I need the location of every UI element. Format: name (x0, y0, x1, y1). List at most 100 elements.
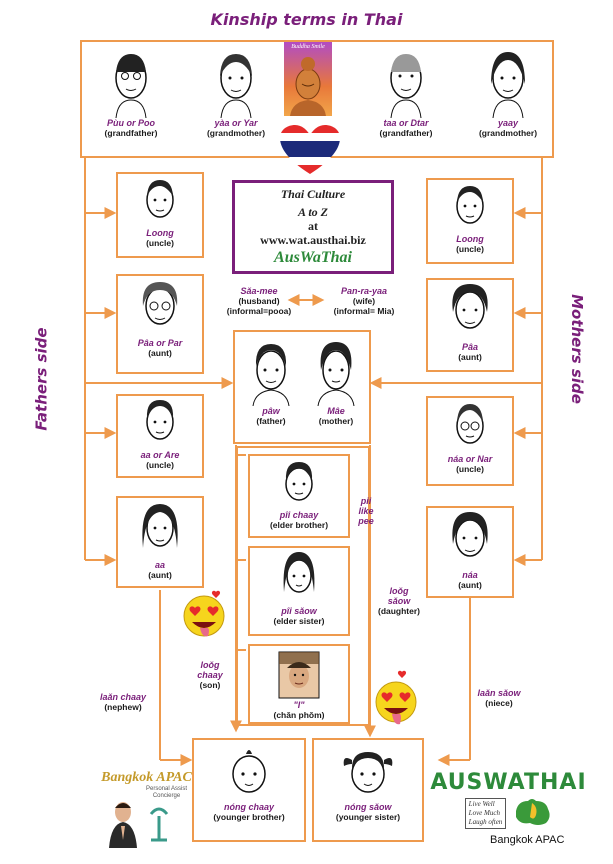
father-face-icon (252, 344, 290, 406)
pii-note-line: like (358, 506, 374, 516)
nephew-label: laǎn chaay (nephew) (88, 692, 158, 712)
daughter-line: (daughter) (377, 606, 421, 616)
grandparent-card: taa or Dtar (grandfather) (366, 44, 446, 138)
culture-line3: at (308, 219, 318, 233)
relative-gloss: (aunt) (458, 352, 482, 362)
daughter-label: loǒg sǎow (daughter) (374, 586, 424, 616)
auswathai-slogan-row: Live Well Love Much Laugh often (426, 797, 591, 829)
sibling-term: pîi sǎow (281, 606, 317, 616)
siblings-frame (236, 446, 370, 726)
younger-term: nóng sǎow (344, 802, 392, 812)
woman-face-icon (452, 284, 488, 329)
father-gloss: (father) (256, 416, 286, 426)
younger-card: nóng sǎow (younger sister) (312, 738, 424, 842)
relative-card: náa (aunt) (426, 506, 514, 598)
relative-term: Loong (146, 228, 174, 238)
grandparent-gloss: (grandfather) (379, 128, 433, 138)
grandparent-card: yaay (grandmother) (468, 44, 548, 138)
relative-term: náa or Nar (447, 454, 493, 464)
sibling-term: pîi chaay (279, 510, 319, 520)
relative-gloss: (aunt) (458, 580, 482, 590)
grandmother-face-icon (220, 54, 252, 118)
relative-card: aa (aunt) (116, 496, 204, 588)
slogan-line: Laugh often (468, 817, 503, 826)
man-face-icon (146, 180, 174, 218)
sibling-card: pîi chaay (elder brother) (248, 454, 350, 538)
father-card: pâw (father) (241, 340, 301, 426)
mother-gloss: (mother) (318, 416, 354, 426)
relative-card: Loong (uncle) (116, 172, 204, 258)
wife-gloss: (wife) (352, 296, 376, 306)
grandparent-card: yàa or Yar (grandmother) (196, 44, 276, 138)
son-line: loǒg (200, 660, 220, 670)
fathers-side-label: Fathers side (32, 327, 51, 431)
love-smiley-icon (375, 670, 417, 725)
daughter-line: sǎow (387, 596, 411, 606)
relative-term: aa or Are (140, 450, 180, 460)
culture-line2: A to Z (297, 205, 328, 219)
daughter-line: loǒg (389, 586, 409, 596)
parents-card: pâw (father) Mâe (mother) (233, 330, 371, 444)
mother-card: Mâe (mother) (305, 340, 367, 426)
younger-card: nóng chaay (younger brother) (192, 738, 306, 842)
australia-map-icon (516, 799, 550, 825)
relative-card: Pâa (aunt) (426, 278, 514, 372)
niece-line: (niece) (485, 698, 513, 708)
younger-gloss: (younger sister) (335, 812, 401, 822)
grandmother-face-icon (491, 52, 525, 118)
husband-gloss: (husband) (238, 296, 280, 306)
pii-note-line: pee (358, 516, 374, 526)
nephew-line: (nephew) (104, 702, 142, 712)
bangkok-apac-title: Bangkok APAC (101, 770, 192, 785)
buddha-icon (290, 57, 326, 116)
relative-card: Pâa or Par (aunt) (116, 274, 204, 374)
niece-line: laǎn sǎow (477, 688, 521, 698)
relative-term: Pâa or Par (137, 338, 183, 348)
boy-face-icon (285, 462, 313, 501)
girl-face-icon (283, 552, 315, 593)
baby-boy-face-icon (232, 750, 266, 793)
grandfather-face-icon (115, 54, 147, 118)
self-gloss: (chǎn phǒm) (273, 710, 325, 720)
relative-term: Pâa (461, 342, 478, 352)
relative-gloss: (uncle) (146, 238, 174, 248)
relative-term: náa (462, 570, 478, 580)
slogan-line: Live Well (468, 799, 495, 808)
father-term: pâw (262, 406, 280, 416)
grandparent-gloss: (grandmother) (206, 128, 266, 138)
man-glasses-face-icon (456, 404, 484, 444)
relative-card: náa or Nar (uncle) (426, 396, 514, 486)
page-title: Kinship terms in Thai (210, 10, 403, 29)
relative-gloss: (aunt) (148, 348, 172, 358)
bangkok-apac-sub: Concierge (152, 793, 181, 799)
wife-term: Pan-ra-yaa (340, 286, 388, 296)
son-line: chaay (197, 670, 223, 680)
niece-label: laǎn sǎow (niece) (464, 688, 534, 708)
auswathai-wordmark: AUSWATHAI (430, 770, 587, 795)
thai-flag-heart-icon (280, 125, 340, 174)
auswathai-logo: AUSWATHAI Live Well Love Much Laugh ofte… (426, 770, 591, 829)
culture-line1: Thai Culture (280, 187, 346, 201)
nephew-line: laǎn chaay (99, 692, 147, 702)
relative-gloss: (uncle) (456, 464, 484, 474)
relative-term: aa (154, 560, 165, 570)
self-card: "I" (chǎn phǒm) (248, 644, 350, 724)
grandparent-term: Pùu or Poo (107, 118, 155, 128)
younger-gloss: (younger brother) (213, 812, 285, 822)
son-label: loǒg chaay (son) (188, 660, 232, 690)
woman-glasses-face-icon (142, 282, 178, 325)
sibling-gloss: (elder sister) (273, 616, 325, 626)
relative-gloss: (aunt) (148, 570, 172, 580)
pii-note: pii like pee (352, 496, 380, 526)
culture-promo-box: Thai Culture A to Z at www.wat.austhai.b… (232, 180, 394, 274)
bangkok-apac-sub: Personal Assist (145, 786, 188, 792)
buddha-smile-image: Buddha Smile (284, 42, 332, 116)
bangkok-apac-bottom: Bangkok APAC (490, 834, 565, 846)
wife-label: Pan-ra-yaa (wife) (informal= Mia) (324, 286, 404, 316)
wai-person-icon (109, 802, 169, 848)
culture-website: www.wat.austhai.biz (260, 233, 366, 247)
woman-face-icon (142, 504, 178, 548)
buddha-smile-label: Buddha Smile (291, 44, 325, 50)
self-term: "I" (293, 700, 305, 710)
